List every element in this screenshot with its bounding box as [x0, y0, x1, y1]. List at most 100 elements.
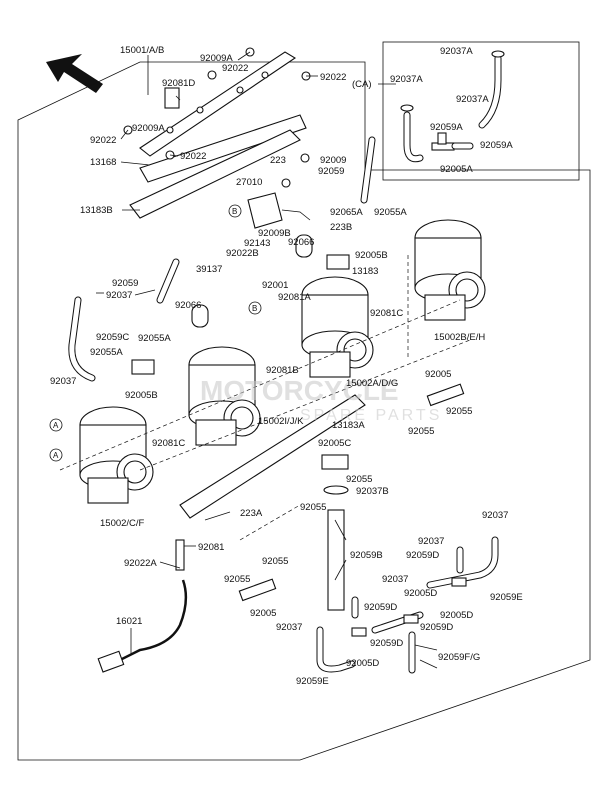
label-15002ADG: 15002A/D/G [346, 378, 398, 389]
label-92059A-b: 92059A [480, 140, 513, 151]
ref-a1: A [53, 421, 59, 430]
label-92022-a: 92022 [222, 63, 248, 74]
bracket-13183A [179, 394, 366, 519]
label-92037-br4: 92037 [276, 622, 302, 633]
part-labels: 15001/A/B 92009A 92022 92022 92081D 9202… [50, 45, 523, 687]
label-15002IJK: 15002I/J/K [258, 416, 304, 427]
leader-lines [96, 51, 438, 669]
label-13183B: 13183B [80, 205, 113, 216]
tube-92005-right [426, 383, 465, 407]
label-223A: 223A [240, 508, 263, 519]
label-13183A: 13183A [332, 420, 365, 431]
label-92055A-l2: 92055A [90, 347, 123, 358]
watermark: MOTORCYCLE SPARE PARTS [200, 375, 442, 424]
label-92022B: 92022B [226, 248, 259, 259]
label-92081C-l: 92081C [152, 438, 185, 449]
assembly-outline [17, 61, 591, 761]
label-15002BEH: 15002B/E/H [434, 332, 485, 343]
label-92055-r1: 92055 [446, 406, 472, 417]
label-92037-br1: 92037 [482, 510, 508, 521]
center-lines [59, 255, 471, 560]
carburetor-15002IJK [188, 346, 261, 446]
label-92037A-b: 92037A [390, 74, 423, 85]
label-92059FG: 92059F/G [438, 652, 480, 663]
label-223B: 223B [330, 222, 352, 233]
label-92009: 92009 [320, 155, 346, 166]
label-92059E-b: 92059E [296, 676, 329, 687]
label-92022A: 92022A [124, 558, 157, 569]
choke-cable-16021 [97, 539, 188, 673]
label-92037-l2: 92037 [50, 376, 76, 387]
label-27010: 27010 [236, 177, 262, 188]
label-92055A-l: 92055A [138, 333, 171, 344]
ref-b1: B [232, 207, 237, 216]
label-92037B: 92037B [356, 486, 389, 497]
label-15001: 15001/A/B [120, 45, 164, 56]
watermark-line2: SPARE PARTS [300, 407, 442, 424]
label-92081A: 92081A [278, 292, 311, 303]
label-92005C: 92005C [318, 438, 351, 449]
label-92055-m: 92055 [346, 474, 372, 485]
label-92081D: 92081D [162, 78, 195, 89]
label-92081: 92081 [198, 542, 224, 553]
label-92055A-top: 92055A [374, 207, 407, 218]
label-223-top: 223 [270, 155, 286, 166]
label-92059D-4: 92059D [370, 638, 403, 649]
carburetor-15002CF [79, 406, 154, 504]
label-92037A-c: 92037A [456, 94, 489, 105]
label-39137: 39137 [196, 264, 222, 275]
carburetor-15002BEH [414, 219, 486, 321]
tube-92005-bottom [238, 578, 277, 602]
label-92005B-l: 92005B [125, 390, 158, 401]
ref-b2: B [252, 304, 257, 313]
label-92059A-a: 92059A [430, 122, 463, 133]
upper-bracket [129, 51, 307, 219]
vent-hoses-bottom-right [316, 536, 499, 674]
label-92059D-1: 92059D [406, 550, 439, 561]
label-92022-d: 92022 [180, 151, 206, 162]
ca-inset-box [382, 41, 580, 181]
label-13183: 13183 [352, 266, 378, 277]
ref-a2: A [53, 451, 59, 460]
label-16021: 16021 [116, 616, 142, 627]
ca-inset-parts [400, 50, 505, 163]
carburetors [79, 219, 486, 504]
reference-markers [49, 204, 262, 462]
label-92059-l: 92059 [112, 278, 138, 289]
hose-92059B [321, 454, 349, 611]
carburetor-15002ADG [301, 276, 374, 378]
label-13168: 13168 [90, 157, 116, 168]
label-92037-br3: 92037 [382, 574, 408, 585]
label-92037-l: 92037 [106, 290, 132, 301]
label-92143: 92143 [244, 238, 270, 249]
label-92059B: 92059B [350, 550, 383, 561]
label-92059D-2: 92059D [364, 602, 397, 613]
label-92022-c: 92022 [90, 135, 116, 146]
label-92001: 92001 [262, 280, 288, 291]
label-92009A-top: 92009A [200, 53, 233, 64]
label-92065A: 92065A [330, 207, 363, 218]
label-92055-r2: 92055 [408, 426, 434, 437]
hoses-left [68, 234, 350, 382]
label-92037-br2: 92037 [418, 536, 444, 547]
label-15002CF: 15002/C/F [100, 518, 145, 529]
label-92055-b: 92055 [262, 556, 288, 567]
label-ca: (CA) [352, 79, 372, 90]
label-92005D-2: 92005D [440, 610, 473, 621]
label-92059D-3: 92059D [420, 622, 453, 633]
label-92005D-1: 92005D [404, 588, 437, 599]
watermark-line1: MOTORCYCLE [200, 375, 399, 406]
front-direction-arrow [46, 54, 103, 93]
switch-27010 [247, 192, 311, 229]
label-92005A-ca: 92005A [440, 164, 473, 175]
label-92059E-r: 92059E [490, 592, 523, 603]
label-92081B: 92081B [266, 365, 299, 376]
label-92037A-a: 92037A [440, 46, 473, 57]
label-92059-top: 92059 [318, 166, 344, 177]
label-92005B-r: 92005B [355, 250, 388, 261]
label-92055-m2: 92055 [300, 502, 326, 513]
label-92066-a: 92066 [288, 237, 314, 248]
label-92059C: 92059C [96, 332, 129, 343]
label-92066-b: 92066 [175, 300, 201, 311]
